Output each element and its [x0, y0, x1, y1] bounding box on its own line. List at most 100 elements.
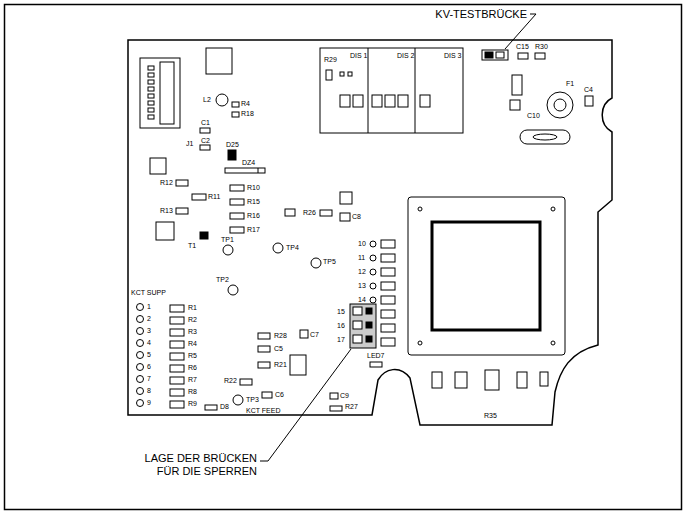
jumper-field-part [353, 307, 362, 315]
jumper-field-part [370, 297, 376, 303]
components-part [330, 393, 338, 399]
display-block-part [353, 95, 363, 107]
pin-column-part [137, 388, 144, 395]
connector-j1-part [148, 108, 154, 112]
board-outline-part [128, 40, 612, 425]
components-part [228, 285, 238, 295]
resistor-row-part [170, 377, 184, 384]
components-part [320, 210, 332, 216]
resistor-row-part [170, 317, 184, 324]
display-block-part [320, 48, 463, 133]
components-part [225, 168, 265, 173]
part-label: R3 [188, 328, 197, 336]
jumper-field-part [381, 282, 395, 290]
connector-j1-part [148, 66, 154, 70]
right-components-part [485, 52, 493, 58]
part-label: R21 [274, 361, 287, 369]
part-label: TP2 [216, 276, 229, 284]
connector-j1-part [148, 115, 154, 119]
display-block [320, 48, 463, 133]
components-part [300, 330, 308, 338]
right-components-part [585, 96, 593, 106]
part-label: 17 [337, 336, 345, 344]
part-label: R27 [345, 403, 358, 411]
right-components-part [520, 130, 570, 144]
part-label: C7 [310, 331, 319, 339]
jumper-field-part [381, 240, 395, 248]
bottom-components-part [455, 372, 467, 388]
right-components-part [535, 53, 545, 59]
part-label: J1 [186, 140, 193, 148]
components-part [258, 346, 270, 352]
display-block-part [348, 72, 352, 76]
resistor-row [170, 305, 184, 408]
part-label: 4 [147, 339, 151, 347]
pin-column-part [137, 328, 144, 335]
part-label: DIS 2 [397, 52, 415, 60]
components-part [206, 48, 232, 74]
components-part [262, 392, 272, 398]
jumper-field-part [381, 268, 395, 276]
display-block-part [385, 95, 395, 107]
part-label: C10 [527, 112, 540, 120]
jumper-field-part [370, 283, 376, 289]
bottom-components-part [517, 372, 527, 388]
components-part [258, 362, 270, 368]
part-label: 5 [147, 351, 151, 359]
part-label: TP5 [323, 258, 336, 266]
transformer-part [418, 341, 422, 345]
part-label: C8 [352, 213, 361, 221]
resistor-row-part [170, 305, 184, 312]
jumper-field [350, 240, 395, 348]
components-part [232, 112, 239, 117]
part-label: TP4 [286, 244, 299, 252]
part-label: D8 [220, 403, 229, 411]
resistor-row-part [170, 329, 184, 336]
components-part [192, 194, 206, 200]
components-part [285, 209, 295, 216]
callout-text: LAGE DER BRÜCKEN FÜR DIE SPERREN [133, 452, 257, 478]
part-label: R12 [160, 179, 173, 187]
frame-part [5, 5, 682, 510]
jumper-field-part [353, 335, 362, 343]
transformer-part [408, 197, 565, 355]
components-part [258, 333, 270, 339]
pin-column-part [137, 364, 144, 371]
components-part [230, 185, 244, 191]
part-label: R22 [224, 377, 237, 385]
part-label: C4 [584, 86, 593, 94]
part-label: 9 [147, 399, 151, 407]
part-label: C5 [274, 345, 283, 353]
display-block-part [398, 95, 408, 107]
components-part [200, 128, 210, 133]
part-label: 10 [358, 240, 366, 248]
components-part [230, 199, 244, 205]
part-label: R13 [160, 207, 173, 215]
part-label: R5 [188, 352, 197, 360]
part-label: KCT FEED [246, 407, 281, 415]
jumper-field-part [381, 338, 395, 346]
jumper-field-part [381, 324, 395, 332]
components-part [330, 406, 342, 411]
jumper-field-part [381, 254, 395, 262]
connector-j1 [140, 58, 180, 128]
bottom-components [432, 370, 548, 390]
components-part [240, 379, 252, 385]
part-label: R18 [241, 110, 254, 118]
jumper-field-part [381, 310, 395, 318]
leader-line-part [260, 349, 351, 461]
part-label: R6 [188, 364, 197, 372]
part-label: 8 [147, 387, 151, 395]
part-label: KCT SUPP [131, 289, 166, 297]
transformer-part [432, 222, 540, 330]
resistor-row-part [170, 389, 184, 396]
resistor-row-part [170, 353, 184, 360]
leader-line [260, 14, 536, 461]
components-part [258, 168, 259, 173]
connector-j1-part [148, 87, 154, 91]
components-part [223, 245, 233, 255]
bottom-components-part [540, 372, 548, 386]
transformer [408, 197, 565, 355]
part-label: TP3 [246, 396, 259, 404]
